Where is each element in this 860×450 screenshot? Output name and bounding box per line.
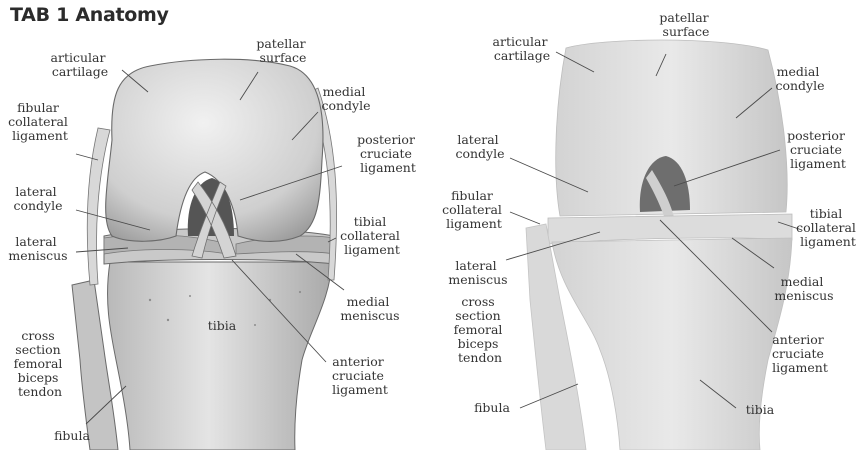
label-medial-meniscus: medial meniscus xyxy=(340,294,399,323)
tibia-bone xyxy=(108,262,332,450)
photo-label-medial-condyle: medial condyle xyxy=(775,64,824,93)
label-fibula: fibula xyxy=(54,428,90,443)
photo-label-lateral-meniscus: lateral meniscus xyxy=(448,258,507,287)
photo-label-articular-cartilage: articular cartilage xyxy=(493,34,552,63)
photo-label-fibula: fibula xyxy=(474,400,510,415)
photo-label-anterior-cruciate: anterior cruciate ligament xyxy=(772,332,828,375)
photo-label-medial-meniscus: medial meniscus xyxy=(774,274,833,303)
photo-label-posterior-cruciate: posterior cruciate ligament xyxy=(787,128,849,171)
photo-label-cross-section: cross section femoral biceps tendon xyxy=(454,294,507,365)
label-lateral-condyle: lateral condyle xyxy=(13,184,62,213)
photo-label-tibia: tibia xyxy=(746,402,775,417)
label-patellar-surface: patellar surface xyxy=(256,36,309,65)
label-anterior-cruciate: anterior cruciate ligament xyxy=(332,354,388,397)
photo-label-tibial-collateral: tibial collateral ligament xyxy=(796,206,860,249)
page-title: TAB 1 Anatomy xyxy=(10,4,169,26)
label-tibia: tibia xyxy=(208,318,237,333)
photo-label-fibular-collateral: fibular collateral ligament xyxy=(442,188,506,231)
label-articular-cartilage: articular cartilage xyxy=(51,50,110,79)
photo-label-lateral-condyle: lateral condyle xyxy=(455,132,504,161)
label-fibular-collateral: fibular collateral ligament xyxy=(8,100,72,143)
label-tibial-collateral: tibial collateral ligament xyxy=(340,214,404,257)
photo-label-patellar-surface: patellar surface xyxy=(659,10,712,39)
knee-photo xyxy=(526,40,792,450)
label-medial-condyle: medial condyle xyxy=(321,84,370,113)
photo-tibia xyxy=(552,238,792,450)
label-posterior-cruciate: posterior cruciate ligament xyxy=(357,132,419,175)
label-cross-section: cross section femoral biceps tendon xyxy=(14,328,67,399)
label-lateral-meniscus: lateral meniscus xyxy=(8,234,67,263)
